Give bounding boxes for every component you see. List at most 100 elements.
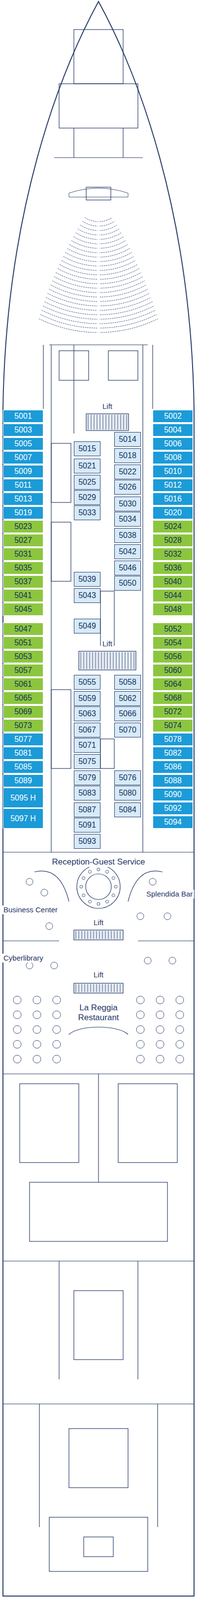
table: [50, 961, 58, 969]
area-label: Lift: [100, 639, 114, 649]
seat-row: [84, 217, 113, 222]
cabin-number: 5071: [78, 740, 97, 750]
table: [40, 888, 48, 896]
cabin-box: 5048: [152, 602, 194, 616]
table: [156, 1025, 165, 1034]
cabin-number: 5021: [78, 461, 97, 471]
stair-step: [120, 930, 121, 939]
cabin-number: 5051: [14, 638, 33, 648]
stair-step: [96, 930, 98, 939]
cabin-number: 5016: [164, 494, 182, 504]
seat: [88, 870, 92, 874]
cabin-number: 5020: [164, 508, 182, 518]
cabin-number: 5039: [78, 574, 97, 584]
cabin-box: 5080: [114, 785, 141, 801]
cabin-number: 5040: [164, 577, 182, 587]
cabin-number: 5064: [164, 679, 182, 689]
cabin-number: 5038: [118, 530, 137, 540]
cabin-box: 5083: [73, 785, 101, 801]
cabin-box: 5061: [2, 677, 44, 691]
cabin-box: 5091: [73, 817, 101, 833]
stage: [68, 188, 129, 197]
cabin-number: 5090: [164, 789, 182, 799]
cabin-number: 5056: [164, 652, 182, 661]
cabin-number: 5036: [164, 563, 182, 573]
cabin-box: 5013: [2, 492, 44, 506]
table: [26, 878, 33, 886]
cabin-number: 5015: [78, 444, 97, 454]
area-label: Lift: [100, 401, 114, 411]
cabin-box: 5008: [152, 451, 194, 464]
cabin-number: 5060: [164, 665, 182, 675]
cabin-box: 5006: [152, 437, 194, 451]
stair-step: [125, 652, 126, 669]
cabin-number: 5072: [164, 707, 182, 717]
cabin-box: 5078: [152, 732, 194, 746]
stair-step: [90, 930, 92, 939]
cabin-box: 5042: [114, 544, 141, 559]
cabin-box: 5003: [2, 423, 44, 437]
stair-step: [92, 652, 94, 669]
cabin-number: 5049: [78, 621, 97, 631]
cabin-box: 5020: [152, 506, 194, 520]
cabin-number: 5005: [14, 439, 33, 449]
cabin-box: 5001: [2, 409, 44, 423]
stair-step: [120, 984, 121, 992]
cabin-box: 5093: [73, 833, 101, 849]
cabin-number: 5050: [118, 578, 137, 588]
cabin-number: 5089: [14, 776, 33, 786]
cabin-number: 5073: [14, 721, 33, 730]
stair-step: [119, 652, 120, 669]
cabin-number: 5052: [164, 624, 182, 634]
table: [175, 1025, 184, 1034]
cabin-box: 5032: [152, 547, 194, 561]
cabin-box: 5044: [152, 589, 194, 602]
stair-step: [133, 652, 135, 669]
seat: [105, 870, 109, 874]
cabin-number: 5082: [164, 748, 182, 758]
cabin-number: 5032: [164, 549, 182, 559]
stair-step: [105, 984, 106, 992]
stair-step: [102, 930, 103, 939]
stair-step: [111, 930, 112, 939]
stair-step: [110, 652, 111, 669]
table: [175, 1054, 184, 1063]
cabin-number: 5083: [78, 788, 97, 798]
table: [164, 912, 171, 920]
cabin-box: 5071: [73, 737, 101, 753]
cabin-box: 5052: [152, 622, 194, 636]
cabin-number: 5018: [118, 451, 137, 460]
cabin-number: 5068: [164, 693, 182, 703]
cabin-number: 5006: [164, 439, 182, 449]
table: [32, 995, 41, 1004]
stair-step: [89, 652, 91, 669]
cabin-number: 5062: [118, 693, 137, 703]
cabin-number: 5034: [118, 514, 137, 524]
cabin-number: 5024: [164, 522, 182, 531]
aisle: [97, 221, 100, 340]
seat: [111, 876, 115, 880]
cabin-number: 5075: [78, 756, 97, 766]
cabin-box: 5072: [152, 705, 194, 719]
cabin-number: 5023: [14, 522, 33, 531]
cabin-box: 5005: [2, 437, 44, 451]
table: [13, 1010, 22, 1019]
area-label: Splendida Bar: [144, 889, 195, 899]
cabin-box: 5047: [2, 622, 44, 636]
stair-step: [84, 930, 86, 939]
table: [144, 956, 152, 964]
cabin-box: 5037: [2, 575, 44, 589]
table: [32, 1054, 41, 1063]
stair-step: [75, 984, 77, 992]
stair-step: [113, 652, 114, 669]
cabin-number: 5061: [14, 679, 33, 689]
cabin-box: 5023: [2, 520, 44, 533]
stair-step: [93, 984, 95, 992]
cabin-box: 5054: [152, 636, 194, 650]
cabin-number: 5093: [78, 836, 97, 846]
seat: [111, 893, 115, 897]
cabin-box: 5007: [2, 451, 44, 464]
cabin-number: 5025: [78, 477, 97, 487]
cabin-box: 5049: [73, 618, 101, 634]
cabin-box: 5022: [114, 464, 141, 480]
